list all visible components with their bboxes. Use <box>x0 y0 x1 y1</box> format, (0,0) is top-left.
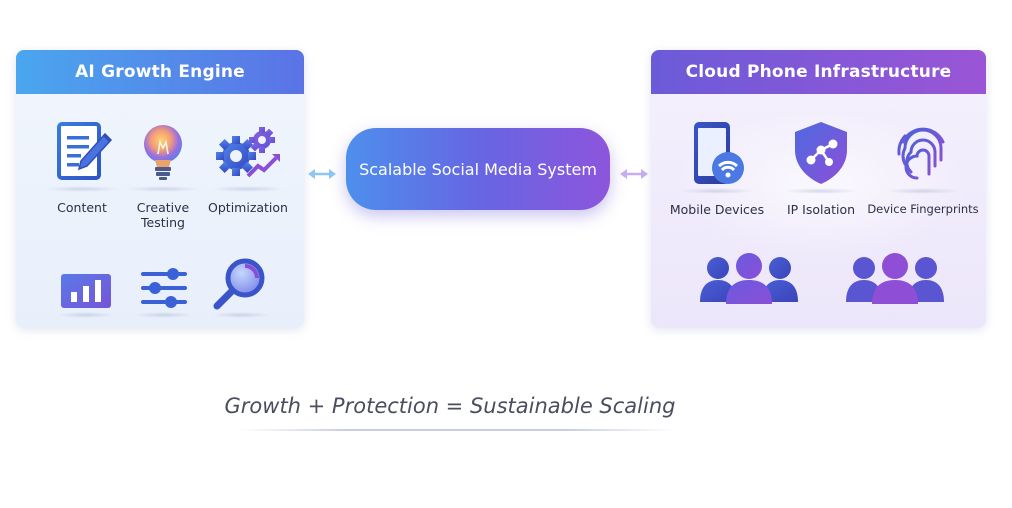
magnifier-icon <box>213 258 265 310</box>
smartphone-wifi-icon <box>694 122 744 184</box>
user-group-icon <box>700 253 798 304</box>
ip-isolation-item: IP Isolation <box>771 120 871 217</box>
icon-shadow <box>885 188 961 194</box>
sliders-icon <box>141 268 187 308</box>
ai-growth-engine-title: AI Growth Engine <box>16 50 304 94</box>
ai-growth-engine-panel: AI Growth Engine Content <box>16 50 304 328</box>
user-group-icon <box>846 253 944 304</box>
user-group-left <box>693 250 805 306</box>
magnifier-item <box>208 258 274 318</box>
content-item: Content <box>42 120 122 215</box>
bar-chart-icon <box>61 274 111 308</box>
cloud-phone-infrastructure-title: Cloud Phone Infrastructure <box>651 50 986 94</box>
icon-shadow <box>56 312 116 318</box>
growth-protection-formula: Growth + Protection = Sustainable Scalin… <box>224 394 676 418</box>
icon-shadow <box>679 188 755 194</box>
formula-underline <box>240 429 676 431</box>
mobile-devices-label: Mobile Devices <box>669 202 765 217</box>
optimization-label: Optimization <box>208 200 288 215</box>
icon-shadow <box>210 186 286 192</box>
device-fingerprints-label: Device Fingerprints <box>867 202 979 216</box>
shield-network-icon <box>795 122 847 184</box>
device-fingerprints-item: Device Fingerprints <box>865 120 981 217</box>
creative-testing-label: Creative Testing <box>136 200 190 230</box>
icon-shadow <box>125 186 201 192</box>
content-label: Content <box>57 200 107 215</box>
icon-shadow <box>783 188 859 194</box>
icon-shadow <box>211 312 271 318</box>
sliders-item <box>134 262 194 318</box>
creative-testing-item: Creative Testing <box>123 120 203 230</box>
gears-trend-icon <box>216 127 280 178</box>
bidirectional-arrow-icon <box>308 169 336 179</box>
lightbulb-icon <box>144 125 182 180</box>
cloud-phone-infrastructure-panel: Cloud Phone Infrastructure Mobile Device… <box>651 50 986 328</box>
icon-shadow <box>44 186 120 192</box>
user-group-right <box>839 250 951 306</box>
mobile-devices-item: Mobile Devices <box>667 120 767 217</box>
ip-isolation-label: IP Isolation <box>786 202 856 217</box>
document-pencil-icon <box>57 122 113 180</box>
bar-chart-item <box>54 262 118 318</box>
bidirectional-arrow-icon <box>620 169 648 179</box>
scalable-social-media-system: Scalable Social Media System <box>346 128 610 210</box>
icon-shadow <box>134 312 194 318</box>
optimization-item: Optimization <box>204 120 292 215</box>
fingerprint-icon <box>897 127 949 184</box>
